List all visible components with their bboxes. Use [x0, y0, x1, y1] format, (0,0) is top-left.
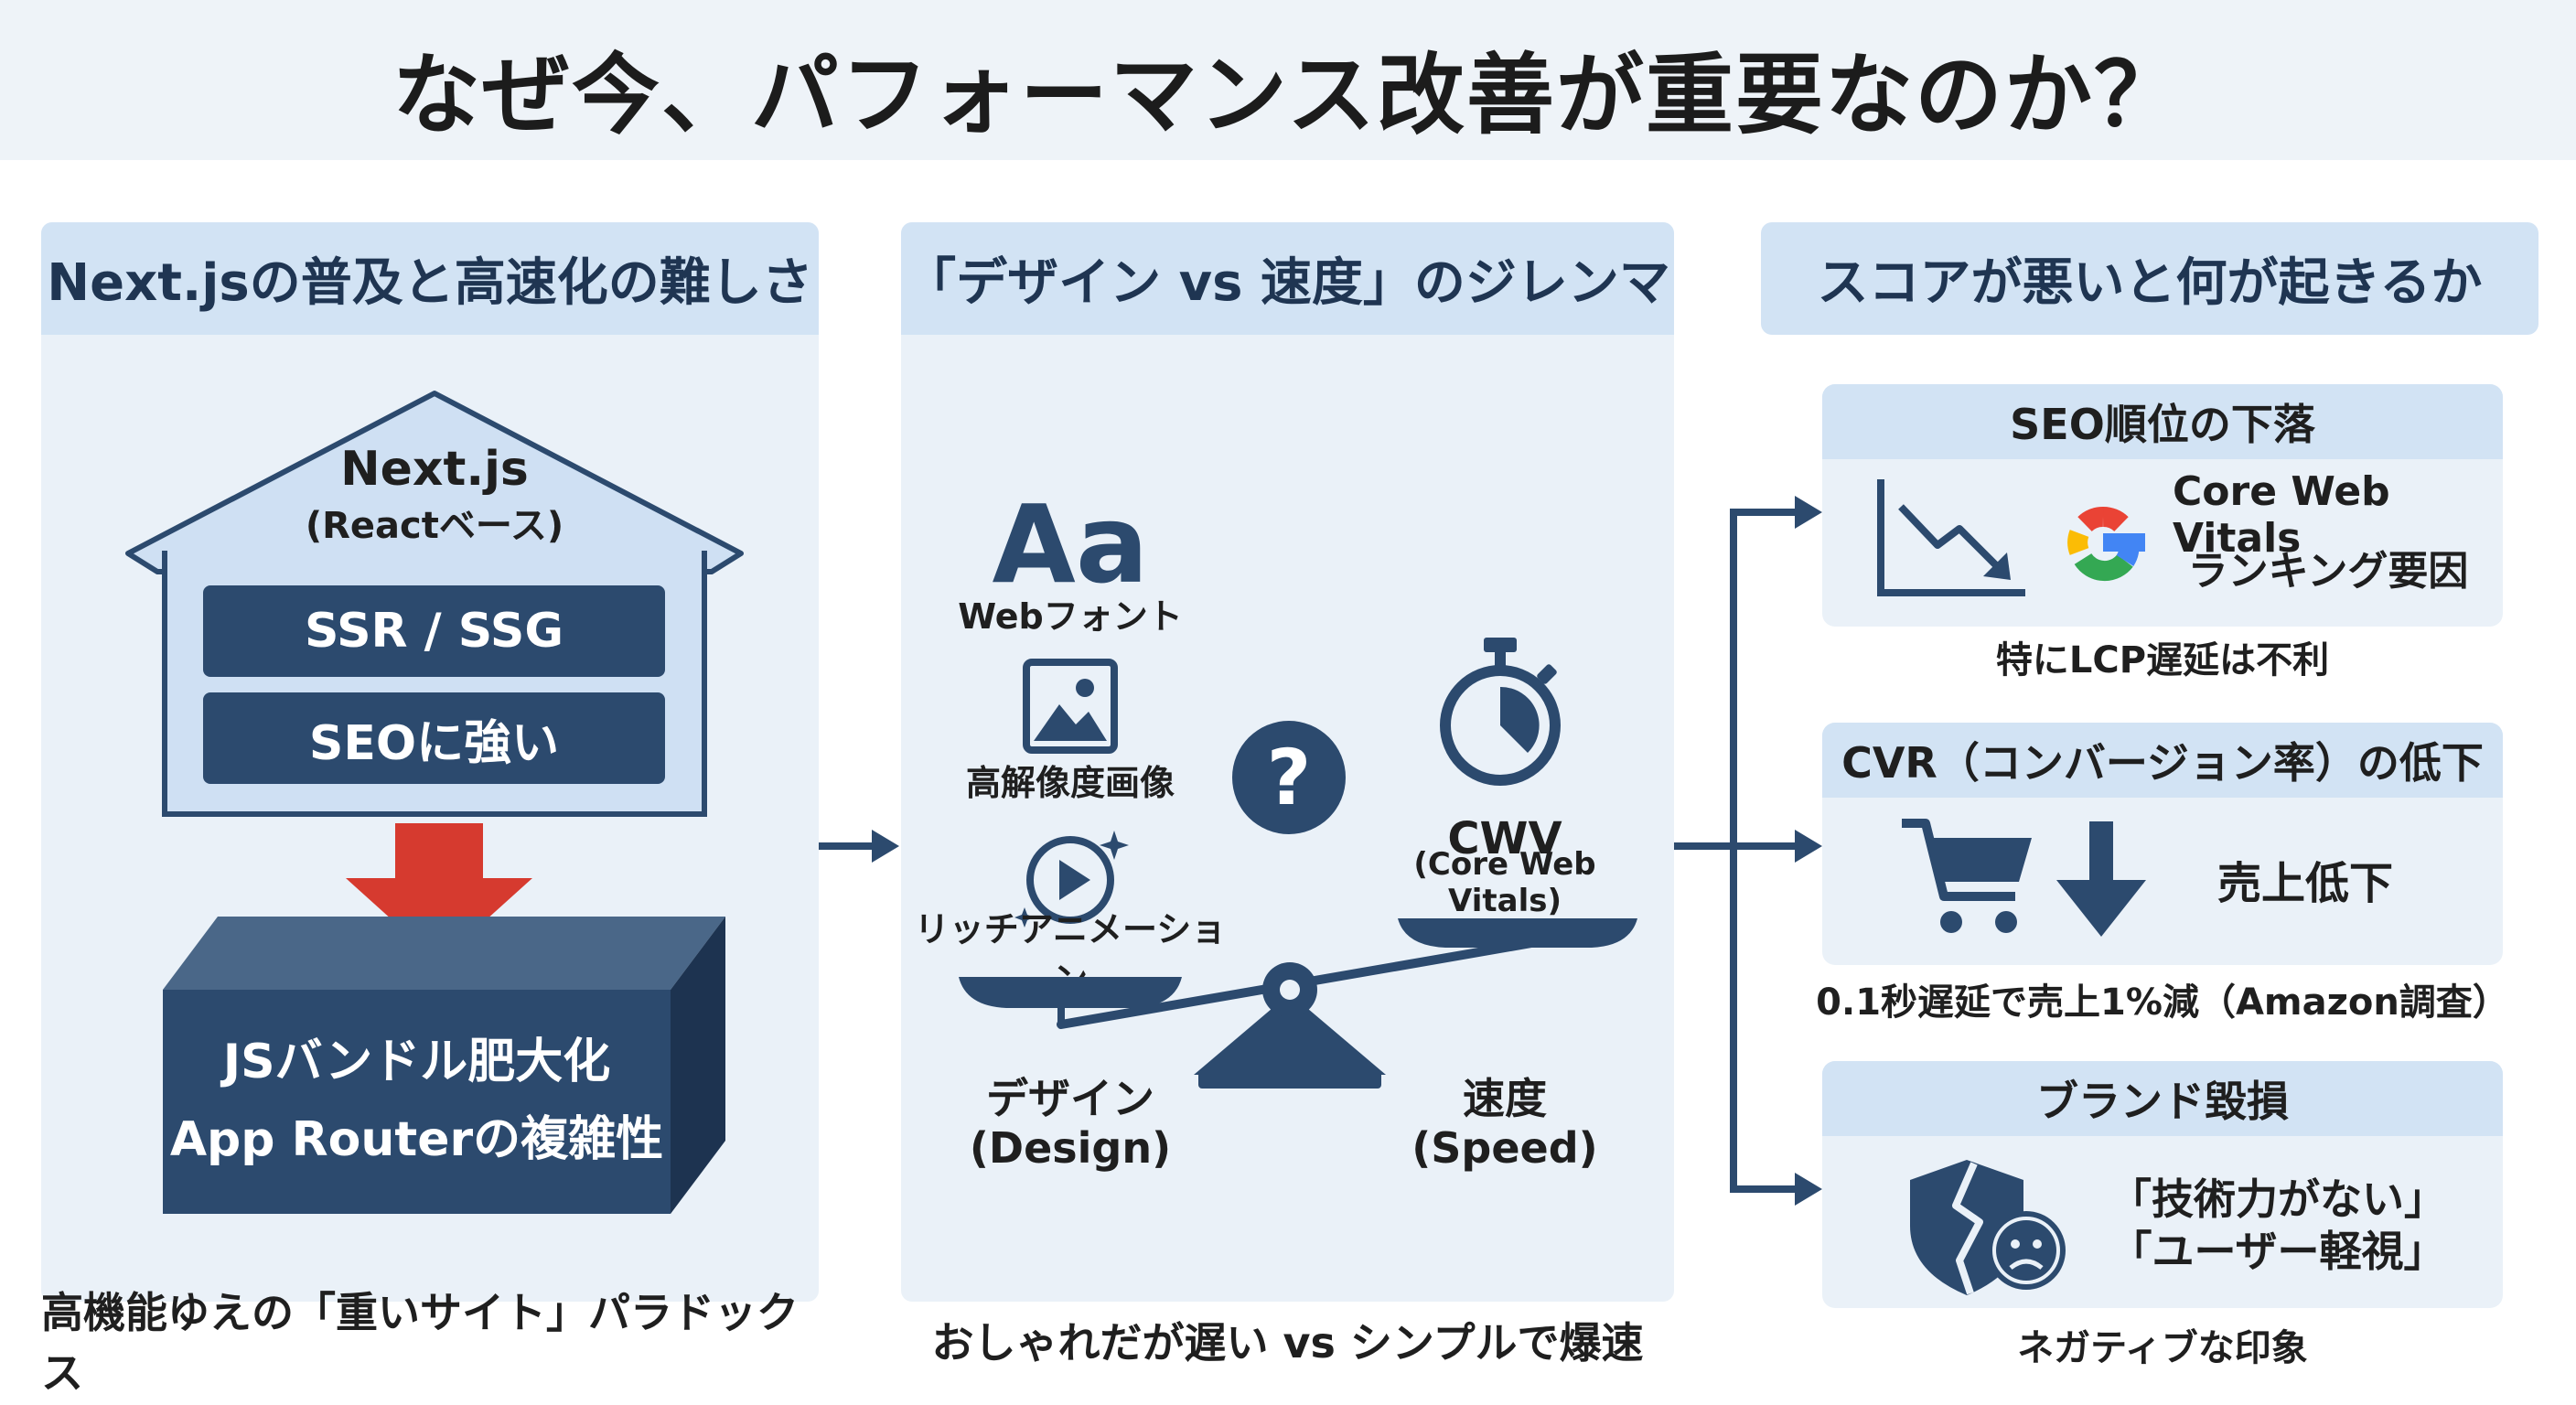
arrow-right-icon	[819, 830, 899, 863]
card-title: ブランド毀損	[1822, 1061, 2503, 1136]
sad-face-icon	[1987, 1211, 2066, 1290]
scale-left-sublabel: (Design)	[969, 1123, 1172, 1173]
house-title: Next.js	[340, 442, 529, 497]
cwv-sublabel: (Core Web Vitals)	[1413, 846, 1596, 919]
house-subtitle: (Reactベース)	[305, 505, 564, 547]
title-bar	[0, 0, 2576, 160]
brand-body-line-1: 「技術力がない」	[2109, 1174, 2446, 1224]
brand-body-line-2: 「ユーザー軽視」	[2109, 1227, 2446, 1276]
scale-right-sublabel: (Speed)	[1411, 1123, 1598, 1173]
stopwatch-icon	[1440, 638, 1561, 786]
feature-seo: SEOに強い	[203, 692, 665, 784]
seo-body-line-1: Core Web Vitals	[2173, 468, 2390, 562]
question-icon: ?	[1232, 721, 1346, 834]
scale-right-label: 速度	[1463, 1074, 1547, 1123]
scale-left-label: デザイン	[986, 1074, 1154, 1123]
panel-heading: Next.jsの普及と高速化の難しさ	[41, 222, 819, 335]
caption-col1: 高機能ゆえの「重いサイト」パラドックス	[41, 1288, 799, 1398]
block-line-2: App Routerの複雑性	[169, 1111, 664, 1167]
card-title: SEO順位の下落	[1822, 384, 2503, 459]
label-webfont: Webフォント	[958, 595, 1183, 637]
caption-col2: おしゃれだが遅い vs シンプルで爆速	[931, 1318, 1644, 1367]
card-seo: SEO順位の下落	[1822, 384, 2503, 627]
red-down-arrow-icon	[346, 823, 532, 962]
bundle-block	[163, 917, 725, 1214]
page-title: なぜ今、パフォーマンス改善が重要なのか？	[392, 43, 2184, 146]
seo-body-line-2: ランキング要因	[2187, 548, 2469, 595]
label-hires-image: 高解像度画像	[965, 762, 1175, 803]
google-g-icon	[2067, 507, 2145, 582]
panel-heading-consequences: スコアが悪いと何が起きるか	[1761, 222, 2538, 335]
cart-icon	[1902, 819, 2032, 933]
card-title: CVR（コンバージョン率）の低下	[1822, 723, 2503, 798]
chart-down-icon	[1877, 479, 2025, 596]
arrow-down-icon	[2056, 821, 2146, 937]
cwv-label: CWV	[1447, 813, 1562, 864]
seo-note: 特にLCP遅延は不利	[1995, 639, 2330, 681]
block-line-1: JSバンドル肥大化	[222, 1034, 611, 1089]
branch-arrows-icon	[1674, 496, 1822, 1206]
brand-note: ネガティブな印象	[2017, 1327, 2308, 1369]
image-icon	[1023, 659, 1118, 754]
panel-heading: 「デザイン vs 速度」のジレンマ	[901, 222, 1674, 335]
cvr-note: 0.1秒遅延で売上1%減（Amazon調査）	[1816, 981, 2509, 1024]
font-aa-icon: Aa	[992, 481, 1149, 607]
cvr-body: 売上低下	[2216, 858, 2393, 909]
feature-ssr-ssg: SSR / SSG	[203, 585, 665, 677]
balance-scale-icon	[959, 918, 1637, 1089]
play-icon	[1014, 831, 1129, 928]
